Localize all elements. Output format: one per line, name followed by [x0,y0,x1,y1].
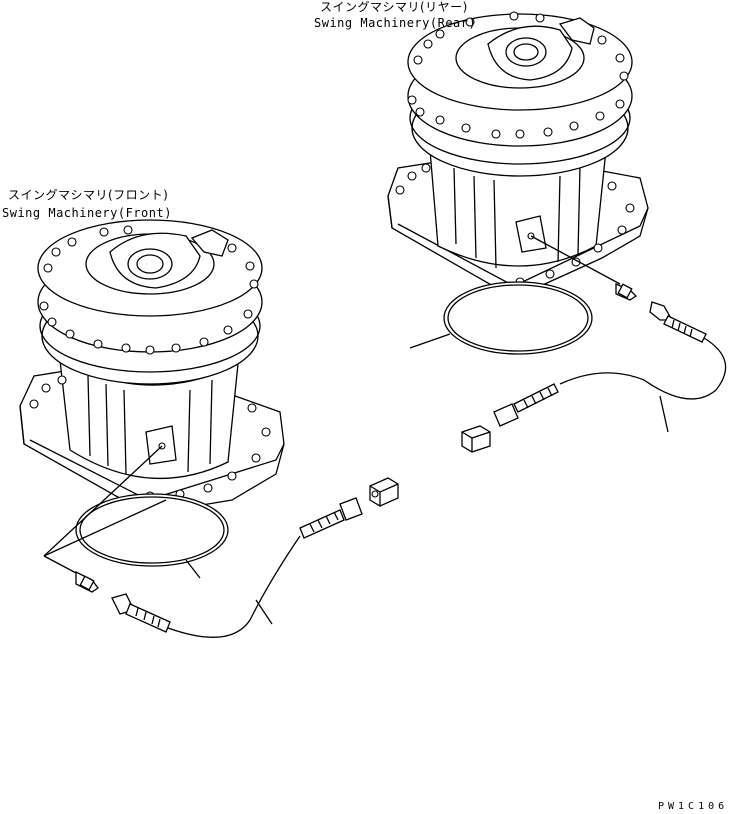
front-connector [75,570,99,593]
front-machinery-label-japanese: スイングマシマリ(フロント) [8,188,169,202]
front-grease-line [43,445,399,638]
rear-machinery-label-english: Swing Machinery(Rear) [314,16,477,30]
rear-hose-end-lower [493,383,559,427]
rear-swing-machinery [387,11,649,355]
drawing-code: PW1C106 [658,801,729,812]
front-machinery-label-english: Swing Machinery(Front) [2,206,172,220]
rear-machinery-label-japanese: スイングマシマリ(リヤー) [320,0,468,14]
rear-connector [615,283,638,301]
front-elbow [369,477,399,507]
rear-hose-end-upper [649,301,707,343]
front-hose-end-upper [299,497,363,539]
front-swing-machinery [19,219,285,567]
rear-elbow [461,425,491,453]
rear-grease-line [409,235,727,453]
front-hose-end-lower [111,593,171,633]
